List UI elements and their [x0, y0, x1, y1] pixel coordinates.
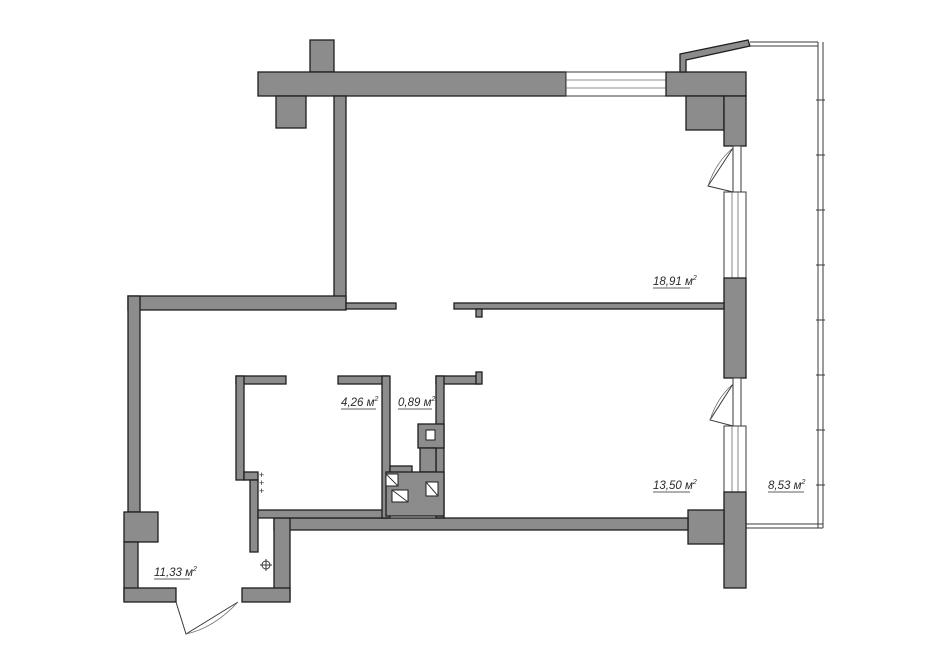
room-area: 8,53 — [768, 480, 791, 492]
room-unit-sup: 2 — [192, 566, 197, 573]
room-unit: м — [367, 397, 375, 409]
room-area: 11,33 — [154, 567, 183, 579]
room-unit-sup: 2 — [692, 479, 697, 486]
exterior-wall-top — [257, 39, 567, 307]
room-unit: м — [685, 276, 693, 288]
room-unit-sup: 2 — [800, 479, 805, 486]
exterior-wall-left — [123, 295, 177, 603]
room-label-4-26: 4,26 м2 — [341, 396, 378, 410]
svg-text:+: + — [259, 478, 264, 488]
partition-middle — [127, 295, 725, 318]
electrical-marks: + + + — [259, 470, 264, 496]
room-label-0-89: 0,89 м2 — [398, 396, 435, 410]
bathroom-walls — [235, 375, 391, 553]
room-area: 18,91 — [653, 276, 682, 288]
svg-text:4,26 м2: 4,26 м2 — [341, 396, 378, 409]
exterior-wall-right — [687, 145, 747, 589]
svg-text:0,89 м2: 0,89 м2 — [398, 396, 435, 409]
room-label-11-33: 11,33 м2 — [154, 566, 197, 580]
balcony-door-lower — [709, 383, 734, 427]
room-area: 13,50 — [653, 480, 682, 492]
room-unit-sup: 2 — [430, 396, 435, 403]
balcony-mullions — [816, 99, 825, 486]
entrance-door — [175, 601, 239, 635]
exterior-wall-top-right — [665, 39, 751, 147]
room-label-13-50: 13,50 м2 — [653, 479, 697, 493]
exterior-wall-bottom — [241, 517, 689, 603]
room-unit-sup: 2 — [373, 396, 378, 403]
svg-text:+: + — [259, 486, 264, 496]
room-label-18-91: 18,91 м2 — [653, 275, 697, 289]
room-area: 4,26 — [341, 397, 364, 409]
room-unit-sup: 2 — [692, 275, 697, 282]
balcony-door-upper — [707, 147, 734, 193]
utility-block — [385, 471, 445, 517]
room-unit: м — [794, 480, 802, 492]
room-unit: м — [185, 567, 193, 579]
svg-text:11,33 м2: 11,33 м2 — [154, 566, 197, 579]
svg-text:13,50 м2: 13,50 м2 — [653, 479, 697, 492]
balcony-frame — [746, 41, 824, 529]
svg-text:18,91 м2: 18,91 м2 — [653, 275, 697, 288]
room-unit: м — [424, 397, 432, 409]
svg-text:+: + — [259, 470, 264, 480]
window-top — [565, 71, 667, 97]
room-label-8-53: 8,53 м2 — [768, 479, 805, 493]
room-area: 0,89 — [398, 397, 421, 409]
svg-text:8,53 м2: 8,53 м2 — [768, 479, 805, 492]
ventilation-shaft — [417, 423, 445, 473]
crosshair-icon — [260, 559, 272, 571]
room-unit: м — [685, 480, 693, 492]
